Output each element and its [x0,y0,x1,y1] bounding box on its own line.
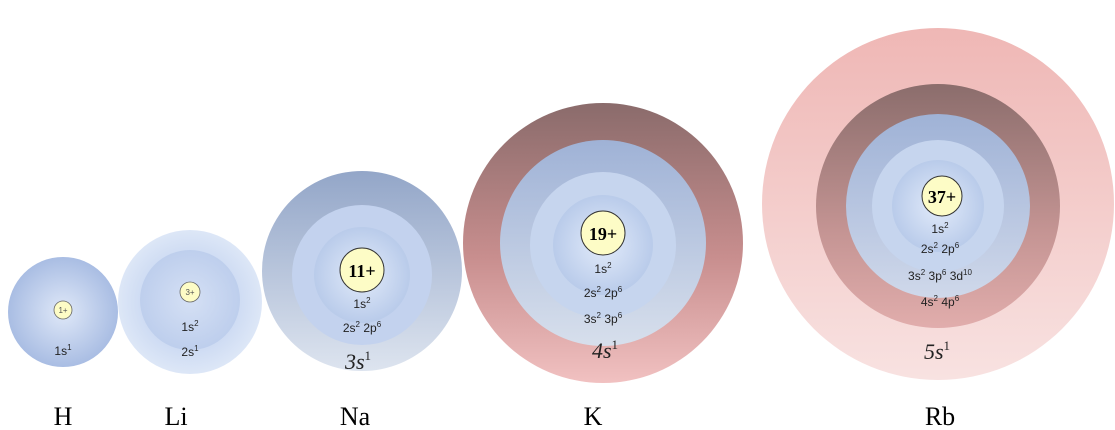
symbol-k: K [584,402,603,430]
valence-config-k: 4s1 [592,337,618,363]
valence-config-rb: 5s1 [924,338,950,364]
shell-config-k-3: 3s2 3p6 [584,311,623,326]
valence-config-h: 1s1 [54,343,72,358]
shell-config-li-1: 1s2 [181,319,199,334]
valence-config-li: 2s1 [181,344,199,359]
valence-config-na: 3s1 [344,348,371,374]
atom-na: 11+ 1s2 2s2 2p6 3s1 Na [262,171,462,430]
nucleus-label-h: 1+ [58,306,67,315]
nucleus-label-li: 3+ [185,288,194,297]
shell-config-rb-2: 2s2 2p6 [921,241,960,256]
nucleus-label-rb: 37+ [928,187,956,207]
nucleus-label-k: 19+ [589,224,617,244]
symbol-rb: Rb [925,402,955,430]
atom-li: 3+ 1s2 2s1 Li [118,230,262,430]
nucleus-k [580,210,626,256]
nucleus-h [53,300,73,320]
symbol-na: Na [340,402,371,430]
shell-config-k-2: 2s2 2p6 [584,285,623,300]
atom-h: 1+ 1s1 H [8,257,118,430]
nucleus-li [179,281,201,303]
symbol-h: H [54,402,73,430]
shell-config-na-1: 1s2 [353,296,371,311]
symbol-li: Li [164,402,187,430]
shell-config-k-1: 1s2 [594,261,612,276]
shell-config-rb-4: 4s2 4p6 [921,294,960,309]
nucleus-na [339,247,385,293]
atom-rb: 37+ 1s2 2s2 2p6 3s2 3p6 3d10 4s2 4p6 5s1… [762,28,1114,430]
shell-config-na-2: 2s2 2p6 [343,320,382,335]
shell-config-rb-3: 3s2 3p6 3d10 [908,268,972,283]
shell-config-rb-1: 1s2 [931,221,949,236]
nucleus-rb [921,175,963,217]
atom-k: 19+ 1s2 2s2 2p6 3s2 3p6 4s1 K [463,103,743,430]
nucleus-label-na: 11+ [348,261,375,281]
